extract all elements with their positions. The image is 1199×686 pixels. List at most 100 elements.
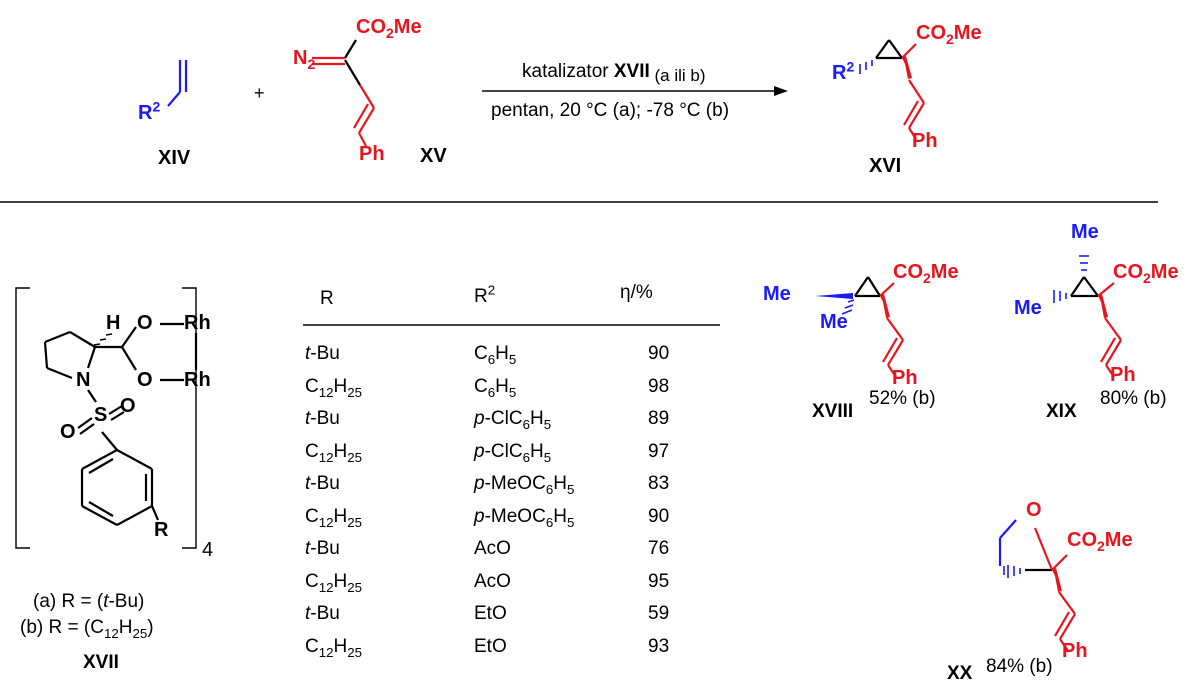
xx-o: O [1026, 499, 1042, 521]
table-cell-r2: C6H5 [474, 375, 517, 400]
table-cell-r: C12H25 [305, 505, 363, 530]
table-cell-yield: 98 [648, 375, 670, 397]
xix-ph: Ph [1110, 364, 1136, 386]
product-xvi-styryl [903, 79, 925, 140]
product-xvi-bonds [875, 39, 917, 60]
table-cell-r2: p-ClC6H5 [474, 408, 552, 432]
xix-styryl [1100, 317, 1122, 378]
plus-sign: + [254, 83, 265, 103]
table-cell-r2: EtO [474, 603, 507, 624]
table-cell-r: C12H25 [305, 635, 363, 660]
xx-ring [998, 519, 1017, 566]
table-cell-yield: 93 [648, 635, 670, 657]
arrow-condition-top: katalizator XVII (a ili b) [522, 61, 706, 85]
product-ph: Ph [912, 130, 938, 152]
table-header-r2: R2 [474, 282, 496, 307]
table-header-r: R [320, 288, 334, 309]
label-xx: XX [947, 663, 973, 684]
table-cell-r2: EtO [474, 635, 507, 657]
catalyst-s: S [94, 404, 108, 426]
diazo-co2me: CO2Me [356, 16, 422, 41]
product-co2me: CO2Me [916, 22, 982, 47]
table-cell-r2: AcO [474, 538, 511, 559]
xix-yield: 80% (b) [1100, 388, 1167, 409]
table-cell-r: t-Bu [305, 343, 340, 364]
xix-me-left: Me [1014, 297, 1042, 319]
table-cell-yield: 97 [648, 440, 670, 462]
catalyst-rh1: Rh [184, 312, 211, 334]
catalyst-subscript-4: 4 [202, 539, 214, 561]
xviii-styryl [882, 317, 904, 378]
xix-me-hash-top [1079, 255, 1089, 271]
xviii-me-wedge [815, 293, 853, 299]
table-cell-r2: p-MeOC6H5 [474, 473, 575, 497]
table-cell-yield: 83 [648, 473, 670, 494]
xix-me-hash-left [1053, 290, 1067, 303]
xx-ph: Ph [1062, 640, 1088, 662]
table-cell-yield: 90 [648, 343, 670, 364]
table-cell-yield: 59 [648, 603, 670, 624]
label-xvi: XVI [869, 155, 902, 177]
product-xvi-wedge [902, 56, 912, 79]
catalyst-so-o2: O [60, 421, 76, 443]
table-cell-yield: 90 [648, 505, 670, 527]
xviii-yield: 52% (b) [869, 388, 936, 409]
label-xviii: XVIII [812, 401, 854, 422]
catalyst-hash-h [93, 333, 113, 346]
arrow-condition-bottom: pentan, 20 °C (a); -78 °C (b) [491, 100, 730, 121]
xx-wedge [1052, 568, 1062, 592]
table-cell-r: t-Bu [305, 603, 340, 624]
xix-me-top: Me [1071, 221, 1099, 243]
product-xvi-hash-r2 [859, 60, 873, 74]
product-r2: R2 [832, 58, 855, 84]
catalyst-so-o1: O [120, 395, 136, 417]
diazo-xv-bonds [312, 39, 375, 147]
catalyst-r: R [154, 519, 169, 541]
alkene-r2: R2 [138, 98, 161, 124]
xix-wedge [1098, 294, 1108, 318]
xx-co2me: CO2Me [1067, 529, 1133, 554]
table-cell-yield: 89 [648, 408, 670, 429]
xviii-wedge [880, 294, 890, 318]
xviii-me-hash [841, 299, 855, 315]
table-cell-r2: AcO [474, 570, 511, 592]
table-cell-r: t-Bu [305, 538, 340, 559]
xx-styryl [1054, 591, 1076, 652]
catalyst-brackets [15, 287, 197, 549]
table-cell-r2: C6H5 [474, 343, 517, 367]
alkene-xiv-bonds [167, 60, 188, 107]
catalyst-bonds [43, 322, 198, 526]
label-xix: XIX [1046, 401, 1077, 422]
table-cell-yield: 95 [648, 570, 670, 592]
catalyst-rh2: Rh [184, 369, 211, 391]
catalyst-option-b: (b) R = (C12H25) [20, 617, 154, 641]
xviii-co2me: CO2Me [893, 261, 959, 286]
xx-hash [1007, 565, 1021, 578]
catalyst-option-a: (a) R = (t-Bu) [33, 591, 145, 612]
product-xx-bonds [1025, 527, 1068, 572]
diazo-n2: N2 [293, 47, 316, 72]
reaction-arrow [482, 86, 788, 96]
product-xviii-bonds [854, 276, 895, 298]
catalyst-o2: O [137, 369, 153, 391]
catalyst-o1: O [137, 312, 153, 334]
catalyst-n: N [76, 369, 91, 391]
catalyst-h: H [106, 312, 121, 334]
xix-co2me: CO2Me [1113, 261, 1179, 286]
label-xv: XV [420, 145, 447, 167]
table-cell-r: C12H25 [305, 570, 363, 595]
table-cell-r2: p-MeOC6H5 [474, 505, 575, 530]
diazo-ph: Ph [359, 143, 385, 165]
xviii-me2: Me [820, 311, 848, 333]
table-cell-r2: p-ClC6H5 [474, 440, 552, 465]
table-cell-r: t-Bu [305, 473, 340, 494]
table-cell-r: t-Bu [305, 408, 340, 429]
label-xiv: XIV [158, 147, 191, 169]
table-header-yield: η/% [620, 282, 653, 303]
xviii-ph: Ph [892, 367, 918, 389]
xviii-me1: Me [763, 283, 791, 305]
table-cell-yield: 76 [648, 538, 670, 559]
xx-yield: 84% (b) [986, 656, 1053, 677]
table-cell-r: C12H25 [305, 440, 363, 465]
